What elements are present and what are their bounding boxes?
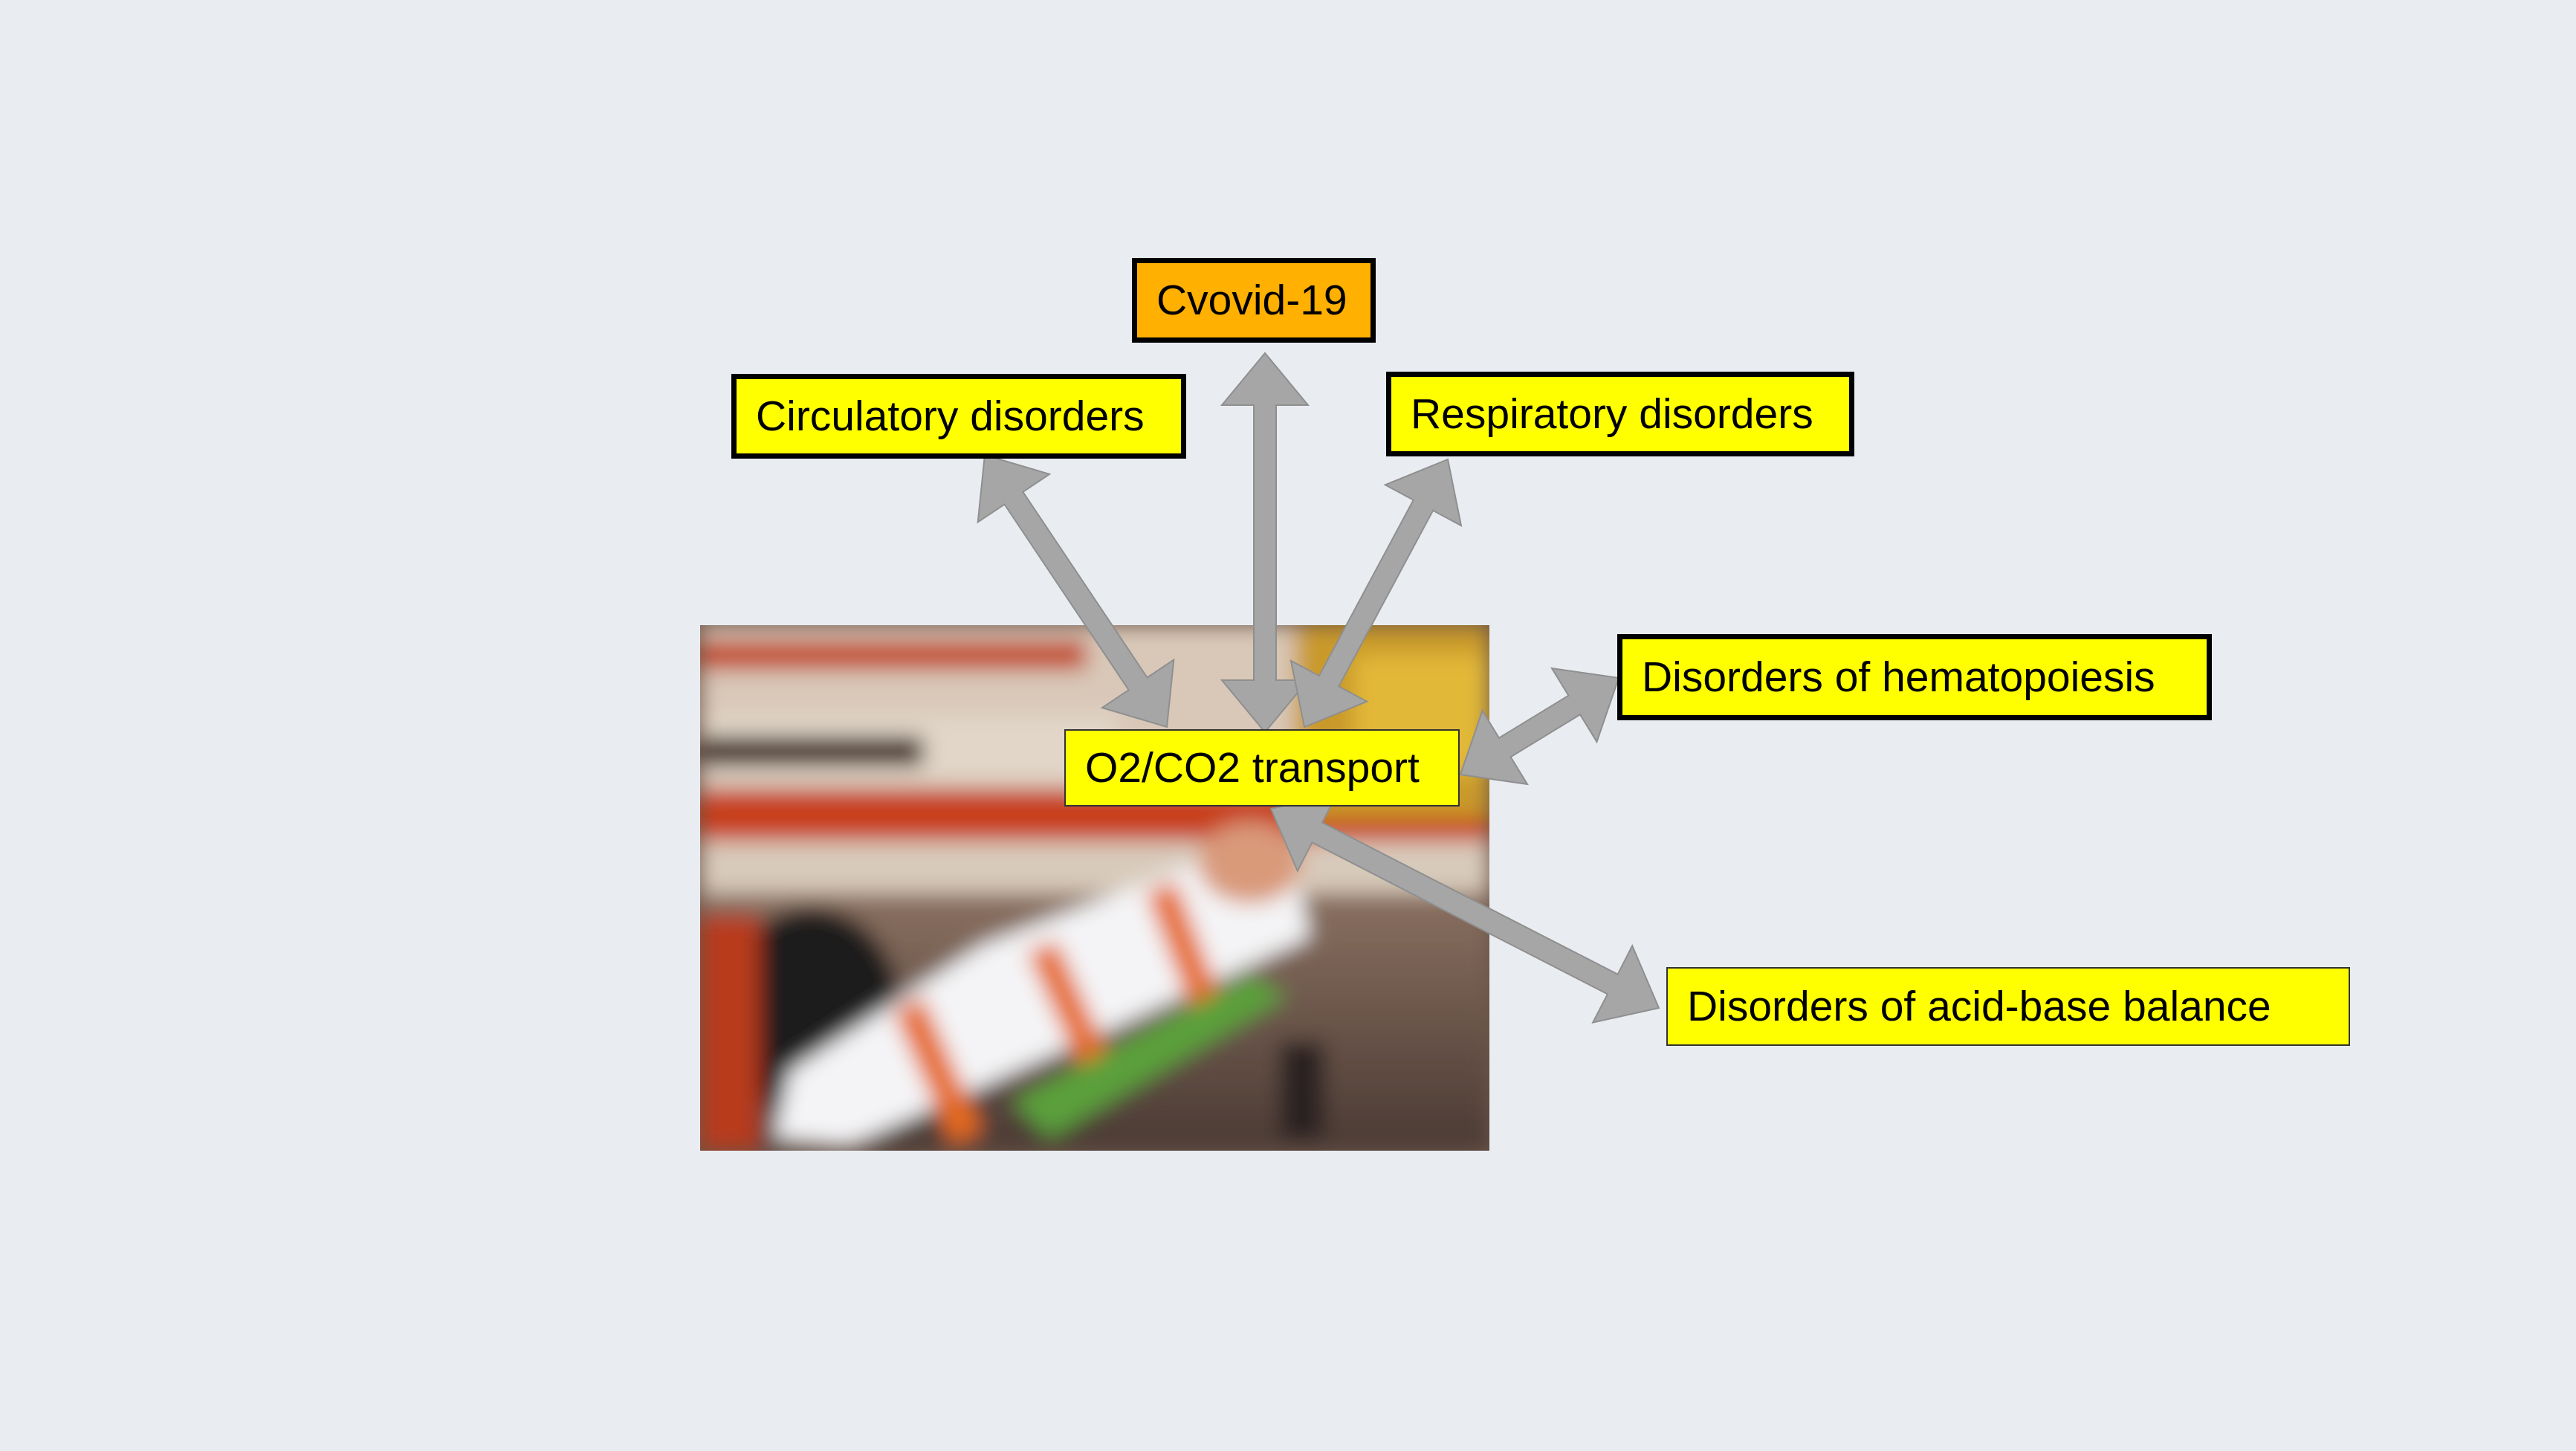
node-hematopoiesis: Disorders of hematopoiesis <box>1617 634 2212 720</box>
acid-base-label: Disorders of acid-base balance <box>1687 982 2271 1030</box>
node-center: O2/CO2 transport <box>1064 729 1460 807</box>
node-acid-base: Disorders of acid-base balance <box>1666 967 2350 1046</box>
node-covid: Cvovid-19 <box>1132 258 1376 343</box>
center-label: O2/CO2 transport <box>1085 743 1420 792</box>
node-circulatory: Circulatory disorders <box>731 374 1186 459</box>
covid-label: Cvovid-19 <box>1156 276 1347 324</box>
node-respiratory: Respiratory disorders <box>1386 372 1854 456</box>
respiratory-label: Respiratory disorders <box>1411 390 1813 438</box>
ambulance-stretcher-photo <box>700 625 1489 1151</box>
hematopoiesis-label: Disorders of hematopoiesis <box>1642 653 2155 701</box>
circulatory-label: Circulatory disorders <box>756 392 1145 440</box>
